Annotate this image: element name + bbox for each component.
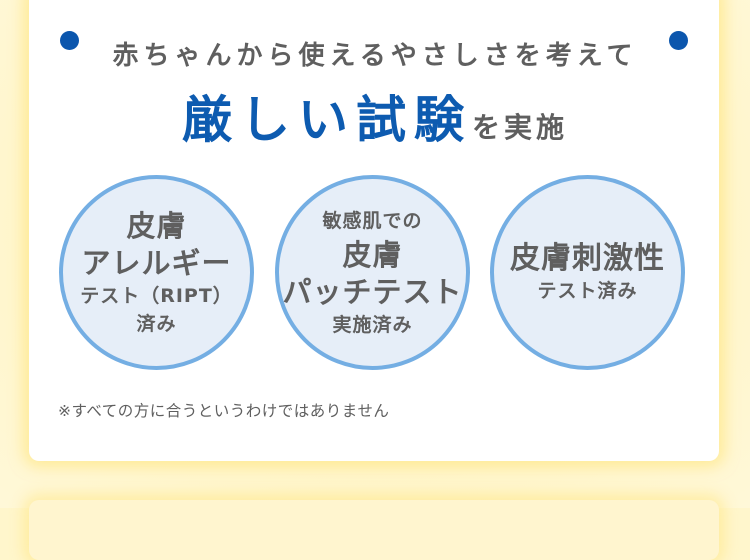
badge-line: アレルギー <box>81 245 232 280</box>
section-title: 厳しい試験を実施 <box>0 88 750 164</box>
badge-line: 皮膚刺激性 <box>510 241 665 276</box>
badge-line: テスト済み <box>537 280 638 302</box>
badge-line: 敏感肌での <box>322 209 423 232</box>
section-subtitle: 赤ちゃんから使えるやさしさを考えて <box>112 41 638 71</box>
badge-line: 皮膚 <box>342 237 403 272</box>
badge-line: テスト（RIPT） <box>80 284 233 307</box>
section-title-emphasis: 厳しい試験 <box>181 91 472 149</box>
badge-line: 済み <box>136 312 177 335</box>
badge-line: 皮膚 <box>126 208 187 243</box>
decorative-dot-right-icon <box>669 31 688 50</box>
decorative-dot-left-icon <box>60 31 79 50</box>
badge-patch-test: 敏感肌での 皮膚 パッチテスト 実施済み <box>275 175 470 370</box>
badge-line: 実施済み <box>332 313 413 336</box>
badge-skin-allergy-test: 皮膚 アレルギー テスト（RIPT） 済み <box>59 175 254 370</box>
footnote: ※すべての方に合うというわけではありません <box>58 402 390 420</box>
next-card-edge <box>29 500 719 560</box>
badge-line: パッチテスト <box>282 274 463 309</box>
badge-skin-irritation-test: 皮膚刺激性 テスト済み <box>490 175 685 370</box>
section-title-rest: を実施 <box>471 111 568 144</box>
